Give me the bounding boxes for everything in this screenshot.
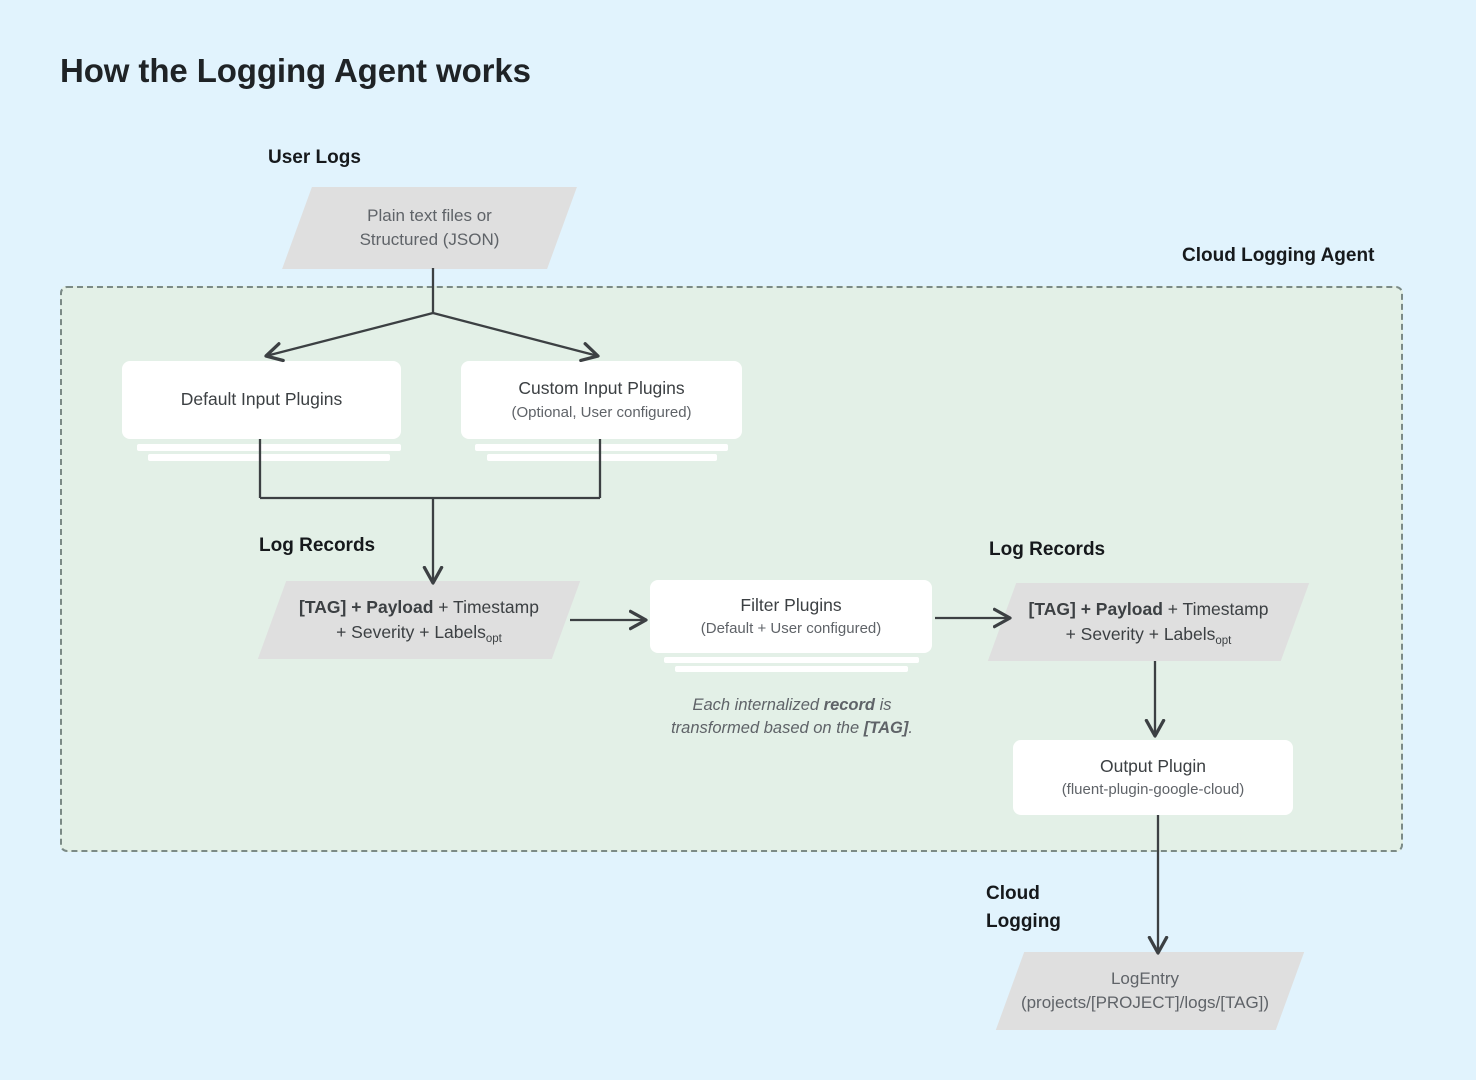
log-record-right-rest: + Timestamp — [1162, 599, 1269, 620]
filter-plugins-sheet-2 — [675, 666, 908, 672]
log-record-right-line2-sub: opt — [1215, 635, 1232, 647]
filter-plugins-subtitle: (Default + User configured) — [700, 620, 882, 638]
label-log-records-right: Log Records — [989, 539, 1106, 560]
filter-plugins-title: Filter Plugins — [740, 594, 842, 615]
transform-note: Each internalized record is transformed … — [632, 694, 952, 741]
transform-note-line2-b: [TAG] — [863, 719, 909, 738]
log-record-right-bold: [TAG] + Payload — [1028, 599, 1163, 620]
log-record-right-text: [TAG] + Payload + Timestamp + Severity +… — [1002, 583, 1295, 661]
log-record-left-text: [TAG] + Payload + Timestamp + Severity +… — [272, 581, 566, 659]
log-record-left-rest: + Timestamp — [433, 597, 539, 618]
log-record-left-line2-sub: opt — [485, 633, 502, 645]
user-logs-source-line2: Structured (JSON) — [359, 230, 500, 249]
label-cloud-logging-line2: Logging — [986, 910, 1061, 932]
log-record-right-line2-pre: + Severity + Labels — [1065, 624, 1216, 644]
transform-note-line1-c: is — [875, 696, 892, 714]
transform-note-line1-a: Each internalized — [692, 696, 824, 714]
default-input-plugins-sheet-2 — [148, 454, 390, 461]
transform-note-line2-c: . — [908, 719, 913, 738]
label-user-logs: User Logs — [268, 147, 361, 168]
transform-note-line2-a: transformed based on the — [671, 719, 864, 738]
custom-input-plugins-title: Custom Input Plugins — [518, 378, 685, 399]
log-record-left-line2-pre: + Severity + Labels — [336, 622, 486, 642]
default-input-plugins-card[interactable]: Default Input Plugins — [122, 361, 401, 439]
output-plugin-card[interactable]: Output Plugin (fluent-plugin-google-clou… — [1013, 740, 1293, 815]
custom-input-plugins-subtitle: (Optional, User configured) — [511, 403, 692, 421]
default-input-plugins-sheet-1 — [137, 444, 401, 451]
log-record-left-content: [TAG] + Payload + Timestamp + Severity +… — [299, 595, 539, 645]
log-entry-text: LogEntry (projects/[PROJECT]/logs/[TAG]) — [1005, 952, 1285, 1030]
custom-input-plugins-sheet-2 — [487, 454, 717, 461]
filter-plugins-card[interactable]: Filter Plugins (Default + User configure… — [650, 580, 932, 653]
default-input-plugins-title: Default Input Plugins — [180, 389, 343, 410]
log-record-left-bold: [TAG] + Payload — [299, 597, 434, 618]
label-cloud-logging-agent: Cloud Logging Agent — [1182, 245, 1375, 266]
log-entry-line1: LogEntry — [1110, 968, 1180, 988]
log-record-right-content: [TAG] + Payload + Timestamp + Severity +… — [1029, 597, 1269, 647]
label-cloud-logging-line1: Cloud — [986, 883, 1040, 904]
output-plugin-subtitle: (fluent-plugin-google-cloud) — [1061, 781, 1245, 799]
output-plugin-title: Output Plugin — [1099, 755, 1207, 776]
user-logs-source-text: Plain text files or Structured (JSON) — [297, 187, 562, 269]
page-title: How the Logging Agent works — [60, 52, 531, 89]
label-cloud-logging: Cloud Logging — [986, 880, 1061, 935]
label-log-records-left: Log Records — [259, 535, 376, 556]
transform-note-line1-b: record — [823, 696, 876, 714]
filter-plugins-sheet-1 — [664, 657, 919, 663]
log-entry-line2: (projects/[PROJECT]/logs/[TAG]) — [1020, 993, 1270, 1012]
custom-input-plugins-card[interactable]: Custom Input Plugins (Optional, User con… — [461, 361, 742, 439]
user-logs-source-line1: Plain text files or — [367, 205, 492, 225]
custom-input-plugins-sheet-1 — [475, 444, 728, 451]
